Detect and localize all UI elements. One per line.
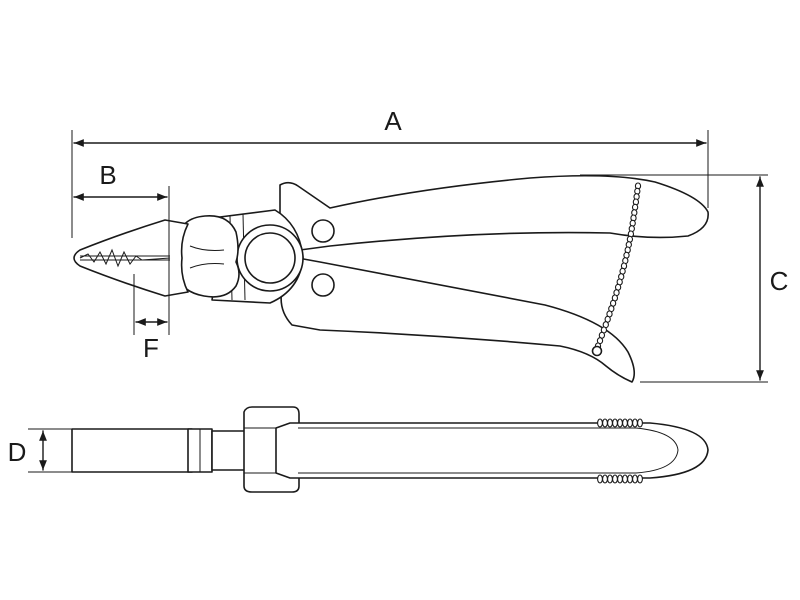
chain-coil: [607, 474, 613, 484]
dimension-d-label: D: [8, 437, 27, 467]
chain-coil: [632, 474, 638, 484]
chain-coil: [637, 418, 643, 428]
upper-handle-hole: [311, 219, 335, 243]
dimension-a-label: A: [384, 106, 402, 136]
chain-coil: [597, 418, 603, 428]
top-chain-upper: [597, 418, 643, 428]
pivot-inner: [244, 232, 296, 284]
dimension-f-label: F: [143, 333, 159, 363]
dimension-lines: A B C F D: [8, 106, 789, 473]
top-shoulder: [211, 430, 247, 471]
jaw-serration: [79, 248, 171, 268]
chain-coil: [617, 418, 623, 428]
dimension-c-label: C: [770, 266, 789, 296]
cutter-gap: [189, 245, 225, 251]
top-nose: [71, 428, 193, 473]
top-handle-inner: [298, 427, 679, 474]
upper-handle: [279, 174, 709, 251]
chain-coil: [612, 418, 618, 428]
chain-coil: [597, 474, 603, 484]
chain-coil: [622, 474, 628, 484]
chain-coil: [622, 418, 628, 428]
top-handle: [275, 422, 709, 479]
chain-coil: [637, 474, 643, 484]
top-chain-lower: [597, 474, 643, 484]
jaw-serration-line: [80, 255, 170, 261]
chain-coil: [607, 418, 613, 428]
cutter-gap-2: [189, 263, 225, 269]
chain-coil: [627, 474, 633, 484]
chain-coil: [602, 474, 608, 484]
chain-coil: [617, 474, 623, 484]
pliers-top-view: [71, 406, 709, 493]
lower-handle: [280, 257, 636, 383]
jaw-nose: [73, 219, 189, 297]
chain-coil: [627, 418, 633, 428]
chain-coil: [632, 418, 638, 428]
chain-coil: [612, 474, 618, 484]
chain-coil: [602, 418, 608, 428]
chain-end-ring: [591, 345, 603, 357]
pliers-side-view: [73, 174, 709, 383]
lower-handle-hole: [311, 273, 335, 297]
dimension-b-label: B: [99, 160, 116, 190]
